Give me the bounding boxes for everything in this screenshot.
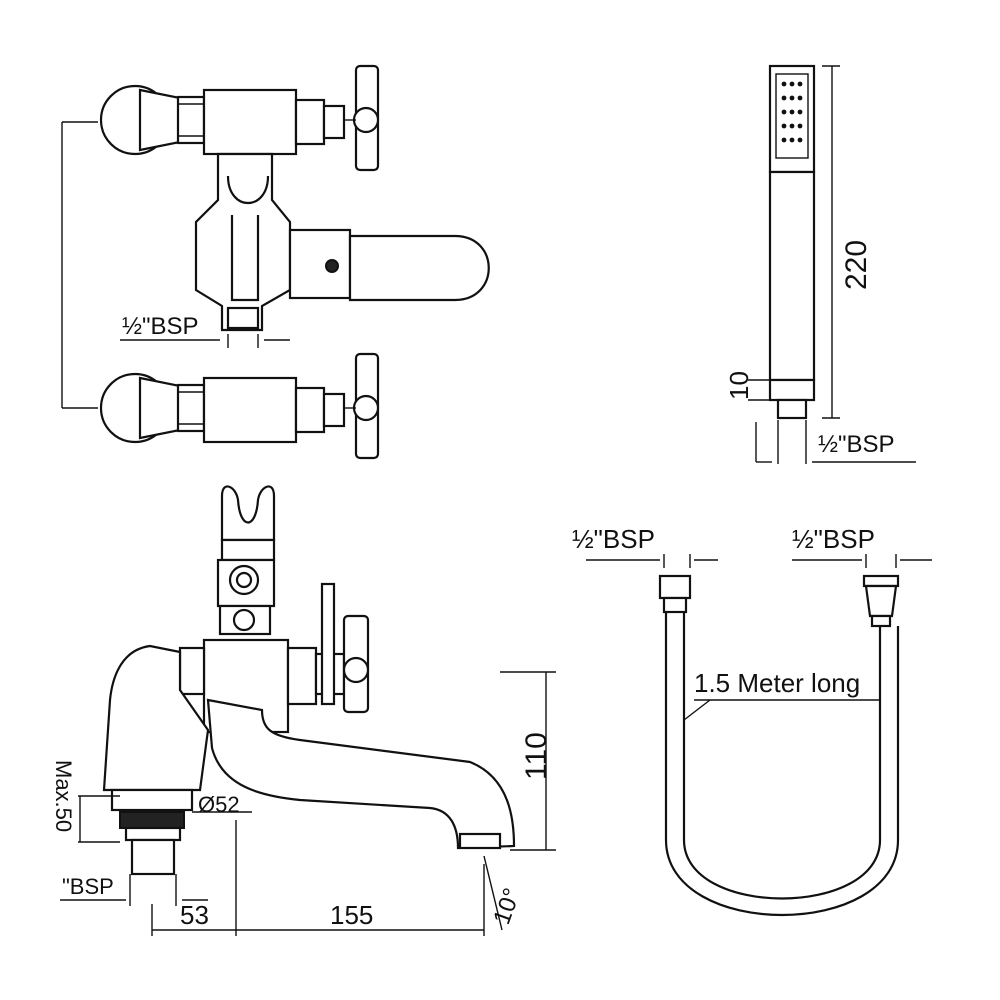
handshower-holder [220, 485, 276, 542]
dim-110: 110 [520, 732, 553, 780]
dim-53: 53 [180, 900, 209, 930]
inlet-tail [130, 838, 176, 876]
dim-max50: Max.50 [51, 760, 76, 832]
side-bsp-label: "BSP [62, 874, 114, 899]
top-valve-body [202, 88, 298, 156]
bath-spout [206, 698, 516, 850]
hose-view: ½"BSP ½"BSP 1.5 Meter long [572, 524, 932, 916]
dim-10: 10 [724, 371, 754, 400]
diverter-lever [348, 234, 490, 302]
hose-left-nut [658, 574, 692, 600]
dim-155: 155 [330, 900, 373, 930]
hose-inner [682, 612, 882, 900]
side-view: Max.50 Ø52 "BSP 110 53 155 10° [51, 485, 556, 936]
diverter-body [194, 152, 292, 332]
hose-right-bsp-label: ½"BSP [792, 524, 875, 554]
front-view: ½"BSP [61, 64, 490, 460]
hand-shower-view: 220 10 ½"BSP [724, 64, 916, 464]
hose-outer [664, 612, 900, 916]
hand-shower-connector [776, 398, 808, 420]
hand-shower-handle [768, 170, 816, 382]
spray-nozzles [781, 81, 803, 143]
hose-left-bsp-label: ½"BSP [572, 524, 655, 554]
hose-right-cone [862, 574, 900, 588]
bottom-valve-body [202, 376, 298, 444]
hose-length-label: 1.5 Meter long [694, 668, 860, 698]
diverter-lever-base [288, 228, 352, 300]
dim-220: 220 [840, 240, 873, 290]
hand-shower-bsp-label: ½"BSP [818, 431, 895, 458]
front-bsp-label: ½"BSP [122, 313, 199, 340]
dim-diameter-52: Ø52 [198, 792, 240, 817]
angle-10: 10° [488, 885, 526, 928]
pillar [102, 644, 210, 792]
